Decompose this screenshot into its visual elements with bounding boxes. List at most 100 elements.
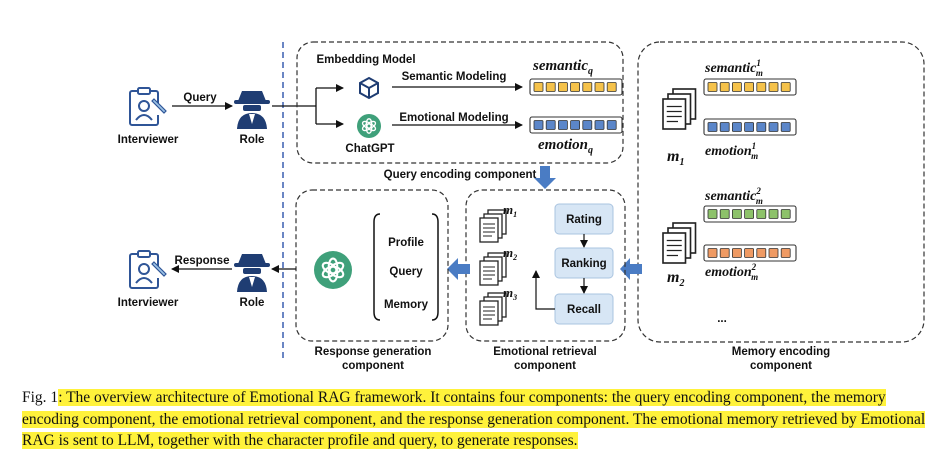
semantic-q-label: semanticq <box>532 58 593 77</box>
emotion-q-label: emotionq <box>538 137 593 156</box>
interviewer-top-icon <box>129 87 167 126</box>
emotion-m2-vector-cell <box>756 248 767 258</box>
emotion-q-vector-cell <box>558 120 568 130</box>
semantic-m2-vector <box>703 205 797 223</box>
emotion-q-vector <box>529 116 623 134</box>
semantic-q-vector <box>529 78 623 96</box>
role-bottom-icon <box>234 254 270 292</box>
right-bracket <box>431 213 439 321</box>
embedding-model-label: Embedding Model <box>316 54 415 66</box>
ranking-label: Ranking <box>561 258 606 270</box>
emotion-q-vector-cell <box>606 120 617 130</box>
emotion-m1-vector-cell <box>768 122 779 132</box>
semantic-q-vector-cell <box>570 82 580 92</box>
emotion-q-vector-cell <box>582 120 593 130</box>
emotion-m1-vector-cell <box>707 122 718 132</box>
chatgpt-large-icon <box>314 251 352 289</box>
emotion-m2-vector-cell <box>719 248 730 258</box>
role-top-label: Role <box>240 134 265 146</box>
interviewer-bottom-icon <box>129 250 167 289</box>
retrieval-m2-label: m2 <box>503 245 517 262</box>
chatgpt-label: ChatGPT <box>345 143 394 155</box>
emotion-m2-vector-cell <box>732 248 742 258</box>
semantic-q-vector-cell <box>545 82 556 92</box>
down-arrow <box>534 166 556 189</box>
query-arrow-label: Query <box>183 92 217 104</box>
emotion-m2-vector-cell <box>768 248 779 258</box>
semantic-m1-vector-cell <box>780 82 791 92</box>
architecture-diagram: Interviewer Query Role Embedding Model C… <box>118 41 925 372</box>
memory-ellipsis: ... <box>717 313 727 325</box>
semantic-m1-vector-cell <box>744 82 754 92</box>
role-top-icon <box>234 91 270 129</box>
memory-label: Memory <box>384 299 429 311</box>
interviewer-bottom-label: Interviewer <box>118 297 179 309</box>
query-label: Query <box>389 266 423 278</box>
semantic-m2-vector-cell <box>707 209 718 219</box>
semantic-m1-vector-cell <box>707 82 718 92</box>
emotional-retrieval-label-1: Emotional retrieval <box>493 346 597 358</box>
memory-encoding-label-2: component <box>750 360 812 372</box>
emotion-m2-vector-cell <box>744 248 754 258</box>
emotion-q-vector-cell <box>594 120 605 130</box>
semantic-m1-vector-cell <box>756 82 767 92</box>
emotion-m2-vector-cell <box>707 248 718 258</box>
semantic-m2-vector-cell <box>756 209 767 219</box>
chatgpt-small-icon <box>357 114 381 138</box>
m1-label: m1 <box>667 148 684 168</box>
emotion-m2-vector-cell <box>780 248 791 258</box>
figure-caption: Fig. 1: The overview architecture of Emo… <box>22 387 927 452</box>
recall-feedback-arrow <box>532 270 555 310</box>
response-arrow-label: Response <box>175 255 230 267</box>
semantic-m1-vector-cell <box>768 82 779 92</box>
semantic-m1-vector <box>703 78 797 96</box>
emotion-m1-vector-cell <box>756 122 767 132</box>
interviewer-top-label: Interviewer <box>118 134 179 146</box>
semantic-m1-vector-cell <box>719 82 730 92</box>
retrieval-m1-label: m1 <box>503 202 517 219</box>
role-bottom-label: Role <box>240 297 265 309</box>
caption-text: : The overview architecture of Emotional… <box>22 389 926 449</box>
emotion-m1-vector-cell <box>744 122 754 132</box>
caption-prefix: Fig. 1 <box>22 389 59 406</box>
emotion-m1-vector-cell <box>732 122 742 132</box>
retrieval-to-generation-arrow <box>447 258 470 280</box>
retrieval-m3-label: m3 <box>503 285 517 302</box>
response-generation-box <box>295 189 449 342</box>
emotional-retrieval-label-2: component <box>514 360 576 372</box>
profile-label: Profile <box>388 237 424 249</box>
memory-encoding-box <box>637 41 925 343</box>
semantic-q-vector-cell <box>533 82 544 92</box>
left-bracket <box>373 213 381 321</box>
semantic-q-vector-cell <box>606 82 617 92</box>
semantic-q-vector-cell <box>582 82 593 92</box>
memory-to-retrieval-arrow <box>620 258 642 280</box>
semantic-modeling-label: Semantic Modeling <box>402 71 507 83</box>
emotion-m1-vector-cell <box>780 122 791 132</box>
emotion-q-vector-cell <box>545 120 556 130</box>
memory-doc-1-icon <box>662 88 697 130</box>
recall-label: Recall <box>567 304 601 316</box>
semantic-m2-vector-cell <box>732 209 742 219</box>
emotion-m1-vector-cell <box>719 122 730 132</box>
memory-encoding-label-1: Memory encoding <box>732 346 830 358</box>
emotion-m2-vector <box>703 244 797 262</box>
semantic-m2-vector-cell <box>744 209 754 219</box>
m2-label: m2 <box>667 269 684 289</box>
response-generation-label-1: Response generation <box>315 346 432 358</box>
cube-icon <box>359 76 379 100</box>
rating-label: Rating <box>566 214 602 226</box>
semantic-m2-vector-cell <box>768 209 779 219</box>
memory-doc-2-icon <box>662 222 697 264</box>
emotion-q-vector-cell <box>570 120 580 130</box>
emotion-m1-vector <box>703 118 797 136</box>
semantic-m1-vector-cell <box>732 82 742 92</box>
semantic-q-vector-cell <box>558 82 568 92</box>
semantic-m2-vector-cell <box>780 209 791 219</box>
response-generation-label-2: component <box>342 360 404 372</box>
semantic-q-vector-cell <box>594 82 605 92</box>
